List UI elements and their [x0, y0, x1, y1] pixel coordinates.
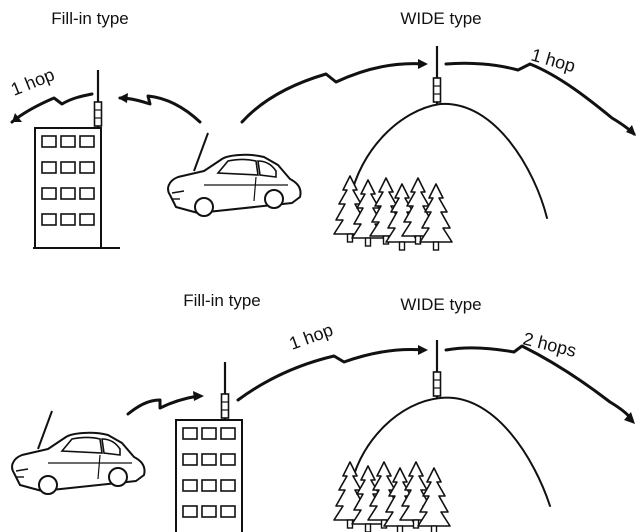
bottom-hop-right-label: 2 hops: [521, 328, 578, 360]
antenna-icon: [93, 68, 103, 130]
building-icon: [33, 68, 120, 249]
top-wide-label: WIDE type: [400, 9, 481, 28]
car-icon: [167, 132, 302, 217]
mountain-icon: [333, 44, 548, 251]
bottom-hop-left-label: 1 hop: [287, 320, 336, 354]
top-hop-right-label: 1 hop: [529, 45, 578, 77]
top-hop-left-label: 1 hop: [8, 64, 57, 99]
radio-arrow-icon: [10, 59, 636, 136]
mountain-icon: [333, 338, 551, 532]
car-icon: [11, 410, 146, 495]
building-icon: [175, 360, 243, 532]
bottom-wide-label: WIDE type: [400, 295, 481, 314]
radio-arrow-icon: [126, 344, 635, 424]
bottom-fillin-label: Fill-in type: [183, 291, 260, 310]
antenna-icon: [220, 360, 230, 422]
bottom-scene: Fill-in type WIDE type: [11, 291, 635, 532]
top-fillin-label: Fill-in type: [51, 9, 128, 28]
top-scene: Fill-in type WIDE type: [8, 9, 636, 251]
